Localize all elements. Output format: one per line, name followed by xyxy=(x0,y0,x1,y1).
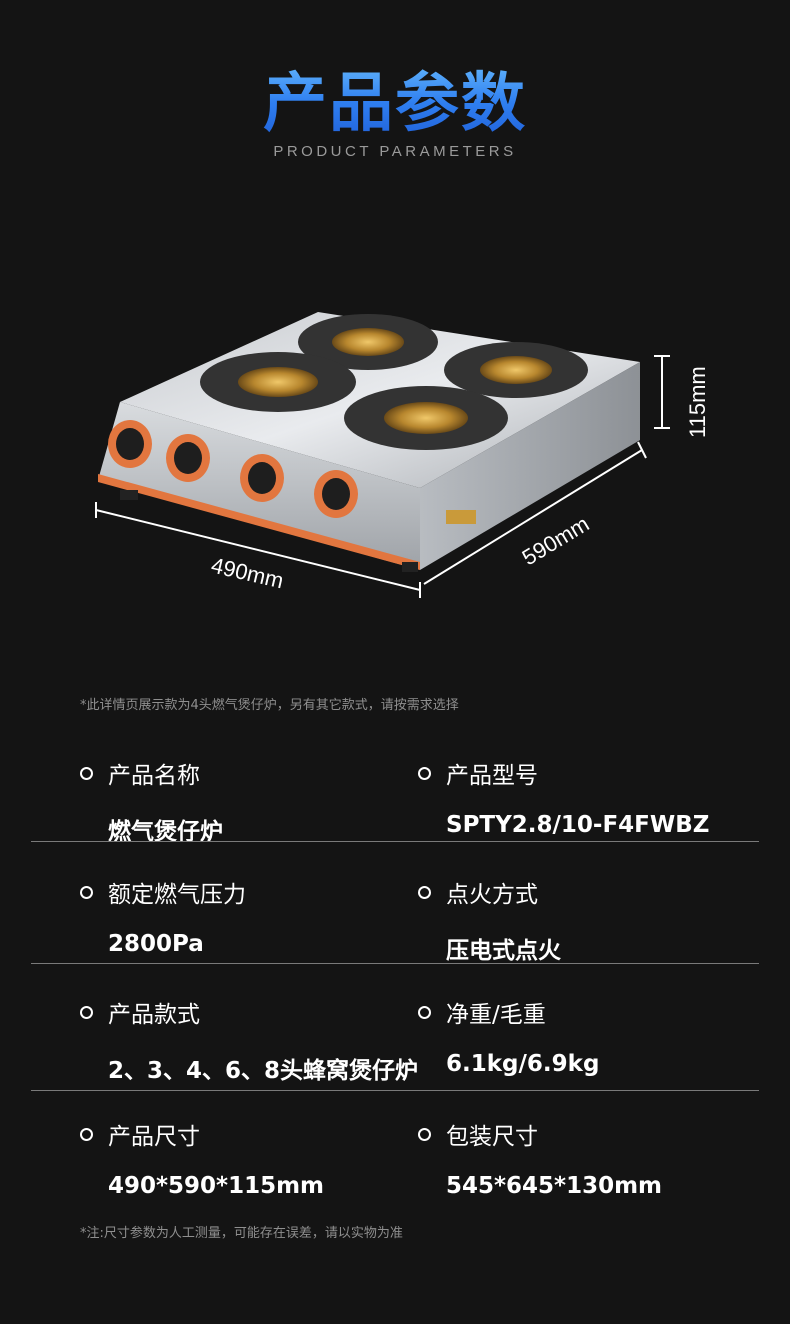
circle-bullet-icon xyxy=(80,1127,93,1141)
circle-bullet-icon xyxy=(418,766,431,780)
circle-bullet-icon xyxy=(418,1127,431,1141)
divider xyxy=(31,963,759,964)
stove-product-image: 490mm 590mm 115mm xyxy=(95,312,710,598)
dimension-height-label: 115mm xyxy=(685,366,710,438)
spec-product-size: 产品尺寸 490*590*115mm xyxy=(80,1117,324,1199)
measurement-note: *注:尺寸参数为人工测量，可能存在误差，请以实物为准 xyxy=(80,1226,403,1241)
knob-icon xyxy=(108,420,152,468)
dimension-width-label: 490mm xyxy=(209,553,286,594)
burner-icon xyxy=(298,314,438,370)
spec-model-number: 产品型号 SPTY2.8/10-F4FWBZ xyxy=(418,756,709,838)
spec-ignition-method: 点火方式 压电式点火 xyxy=(418,875,561,965)
circle-bullet-icon xyxy=(418,1005,431,1019)
burner-icon xyxy=(200,352,356,412)
circle-bullet-icon xyxy=(80,766,93,780)
page-subtitle: PRODUCT PARAMETERS xyxy=(273,143,517,160)
knob-icon xyxy=(314,470,358,518)
display-model-note: *此详情页展示款为4头燃气煲仔炉，另有其它款式，请按需求选择 xyxy=(80,698,459,713)
circle-bullet-icon xyxy=(418,885,431,899)
circle-bullet-icon xyxy=(80,1005,93,1019)
burner-icon xyxy=(444,342,588,398)
circle-bullet-icon xyxy=(80,885,93,899)
page-title: 产品参数 xyxy=(0,52,790,144)
knob-icon xyxy=(240,454,284,502)
burner-icon xyxy=(344,386,508,450)
divider xyxy=(31,841,759,842)
spec-product-name: 产品名称 燃气煲仔炉 xyxy=(80,756,223,846)
spec-weight: 净重/毛重 6.1kg/6.9kg xyxy=(418,995,599,1077)
spec-package-size: 包装尺寸 545*645*130mm xyxy=(418,1117,662,1199)
spec-rated-pressure: 额定燃气压力 2800Pa xyxy=(80,875,246,957)
spec-product-style: 产品款式 2、3、4、6、8头蜂窝煲仔炉 xyxy=(80,995,418,1085)
gas-connector-icon xyxy=(446,510,476,524)
knob-icon xyxy=(166,434,210,482)
divider xyxy=(31,1090,759,1091)
